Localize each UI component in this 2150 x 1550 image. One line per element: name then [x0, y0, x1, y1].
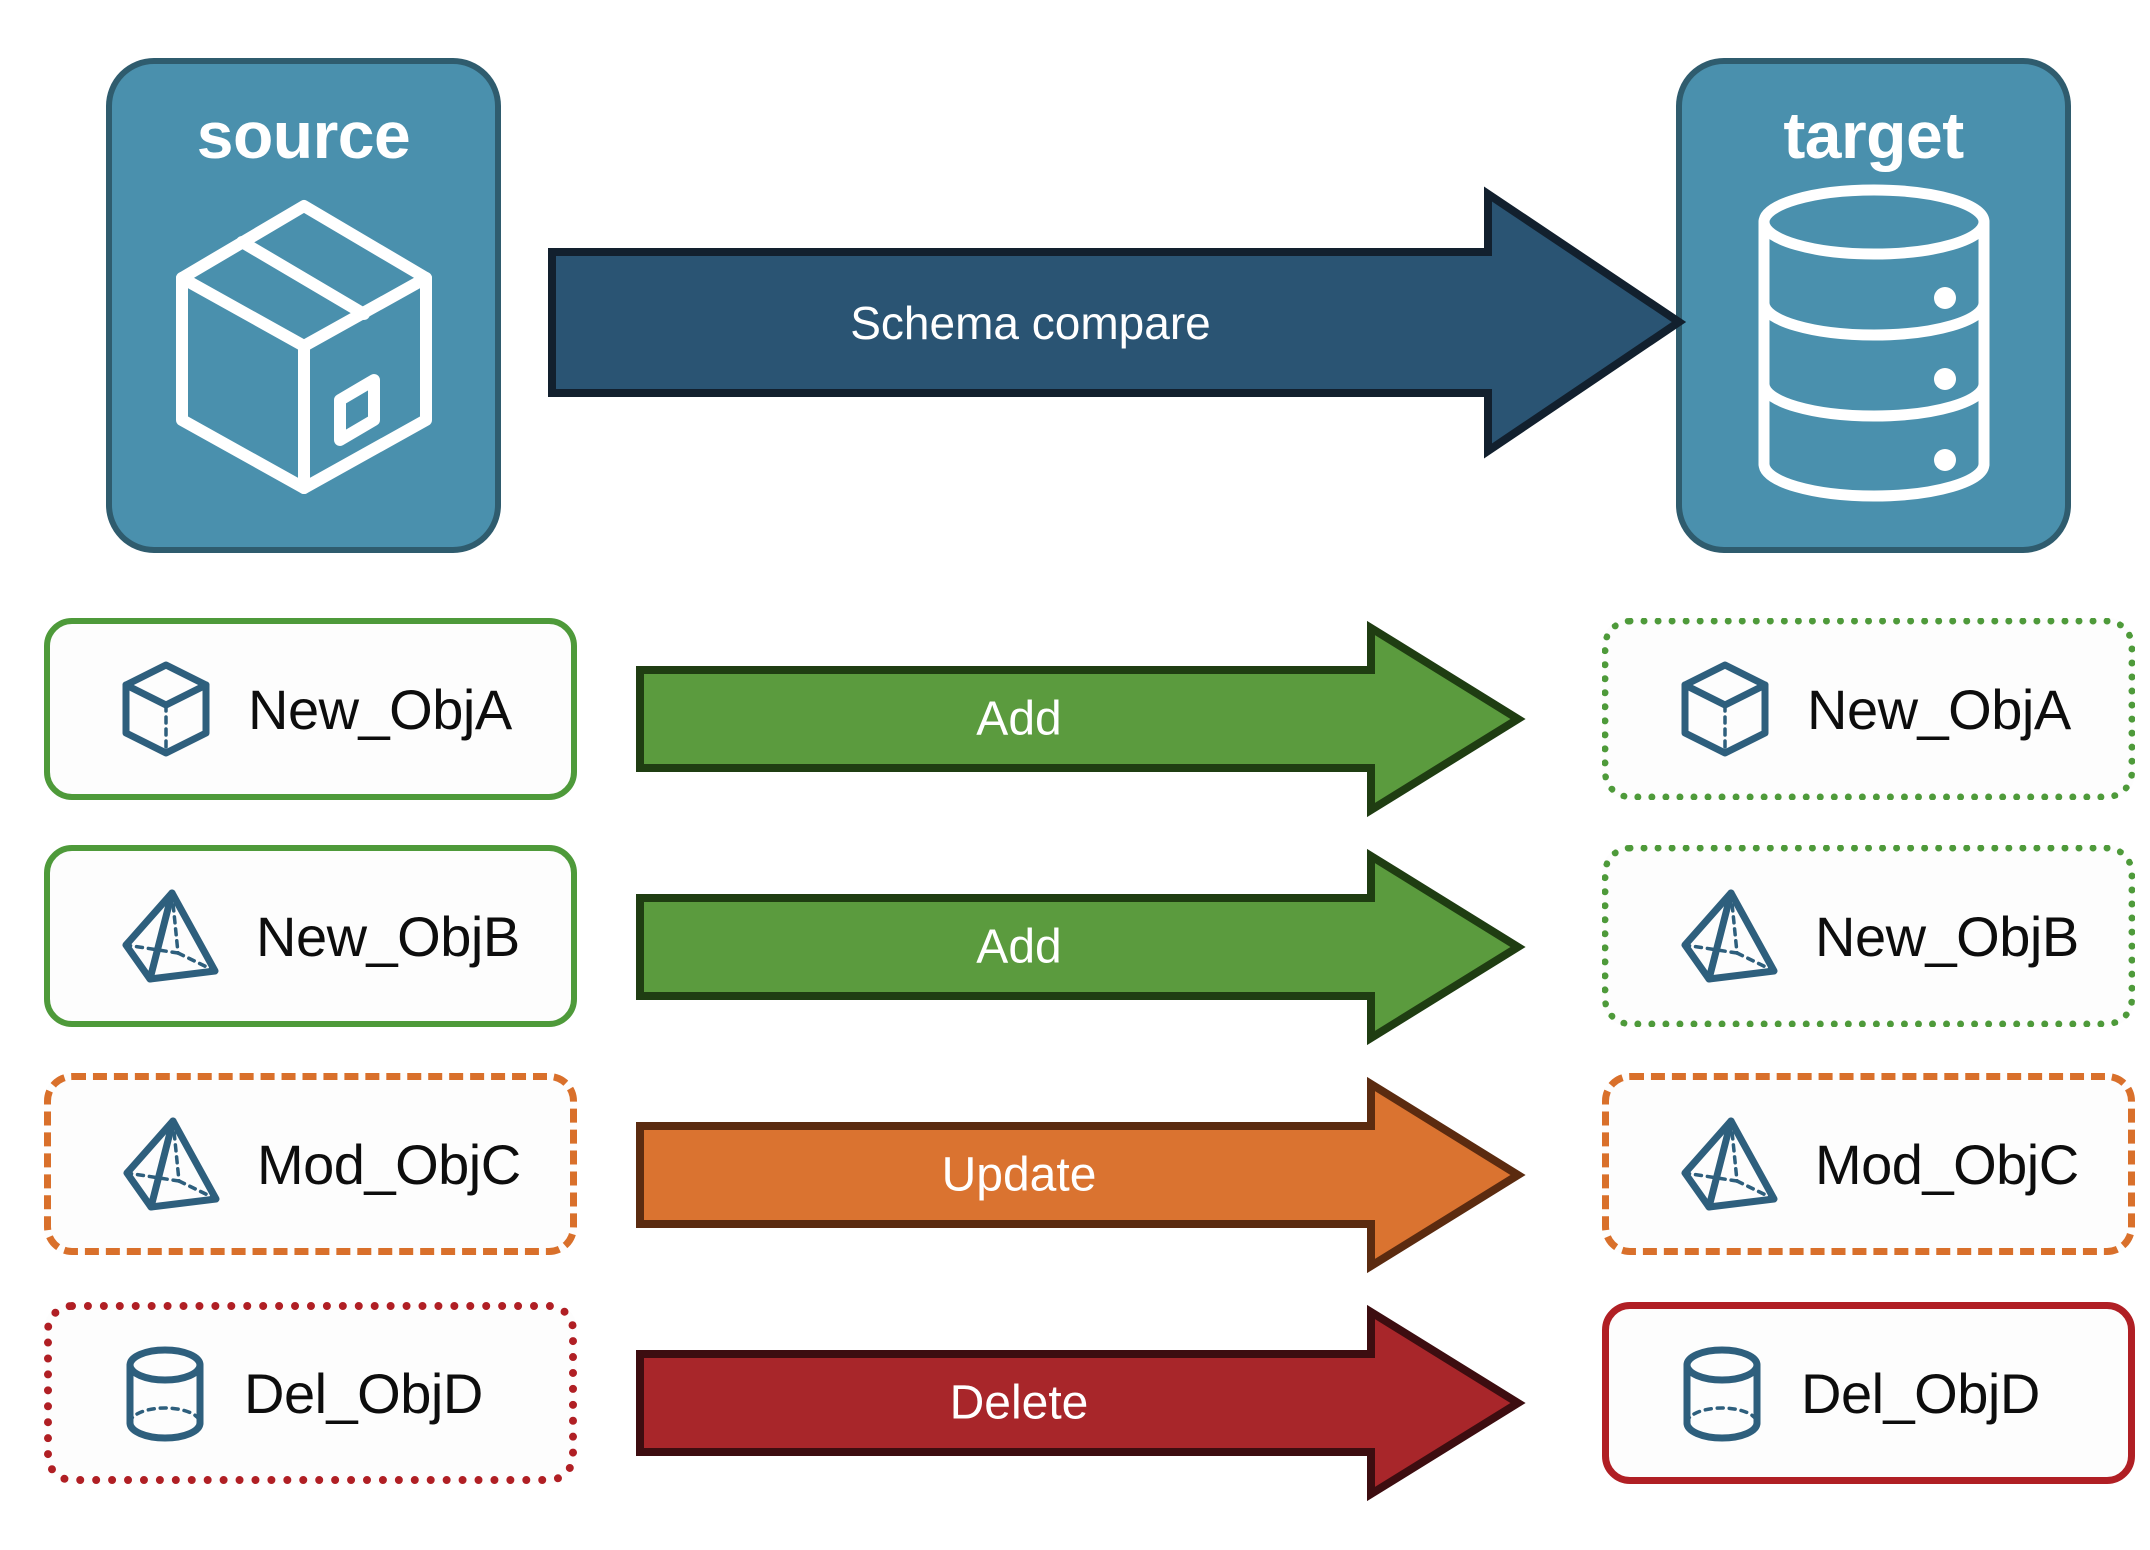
target-object-card-del-objd[interactable]: Del_ObjD — [1602, 1302, 2135, 1484]
source-label: source — [196, 98, 411, 172]
target-label: target — [1783, 98, 1964, 172]
object-label: Mod_ObjC — [1815, 1132, 2079, 1196]
source-object-card-mod-objc[interactable]: Mod_ObjC — [44, 1073, 577, 1255]
action-arrow-add-2[interactable]: Add — [636, 848, 1526, 1046]
target-object-card-mod-objc[interactable]: Mod_ObjC — [1602, 1073, 2135, 1255]
schema-compare-arrow[interactable]: Schema compare — [548, 186, 1687, 459]
wireframe-cylinder-icon — [1679, 1343, 1765, 1443]
action-arrow-delete[interactable]: Delete — [636, 1304, 1526, 1502]
source-object-card-new-objb[interactable]: New_ObjB — [44, 845, 577, 1027]
source-card[interactable]: source — [106, 58, 501, 553]
object-label: Del_ObjD — [244, 1361, 483, 1425]
wireframe-pyramid-icon — [1679, 887, 1779, 985]
object-label: New_ObjB — [256, 904, 520, 968]
wireframe-pyramid-icon — [120, 887, 220, 985]
wireframe-cube-icon — [120, 659, 212, 759]
source-object-card-del-objd[interactable]: Del_ObjD — [44, 1302, 577, 1484]
action-arrow-update[interactable]: Update — [636, 1076, 1526, 1274]
target-object-card-new-obja[interactable]: New_ObjA — [1602, 618, 2135, 800]
object-label: Del_ObjD — [1801, 1361, 2040, 1425]
target-object-card-new-objb[interactable]: New_ObjB — [1602, 845, 2135, 1027]
object-label: New_ObjA — [1807, 677, 2071, 741]
wireframe-cylinder-icon — [122, 1343, 208, 1443]
action-arrow-add-1[interactable]: Add — [636, 620, 1526, 818]
wireframe-pyramid-icon — [1679, 1115, 1779, 1213]
target-card[interactable]: target — [1676, 58, 2071, 553]
object-label: Mod_ObjC — [257, 1132, 521, 1196]
database-cylinder-icon — [1749, 184, 1999, 502]
object-label: New_ObjB — [1815, 904, 2079, 968]
wireframe-pyramid-icon — [121, 1115, 221, 1213]
source-object-card-new-obja[interactable]: New_ObjA — [44, 618, 577, 800]
object-label: New_ObjA — [248, 677, 512, 741]
wireframe-cube-icon — [1679, 659, 1771, 759]
package-box-icon — [164, 188, 444, 498]
